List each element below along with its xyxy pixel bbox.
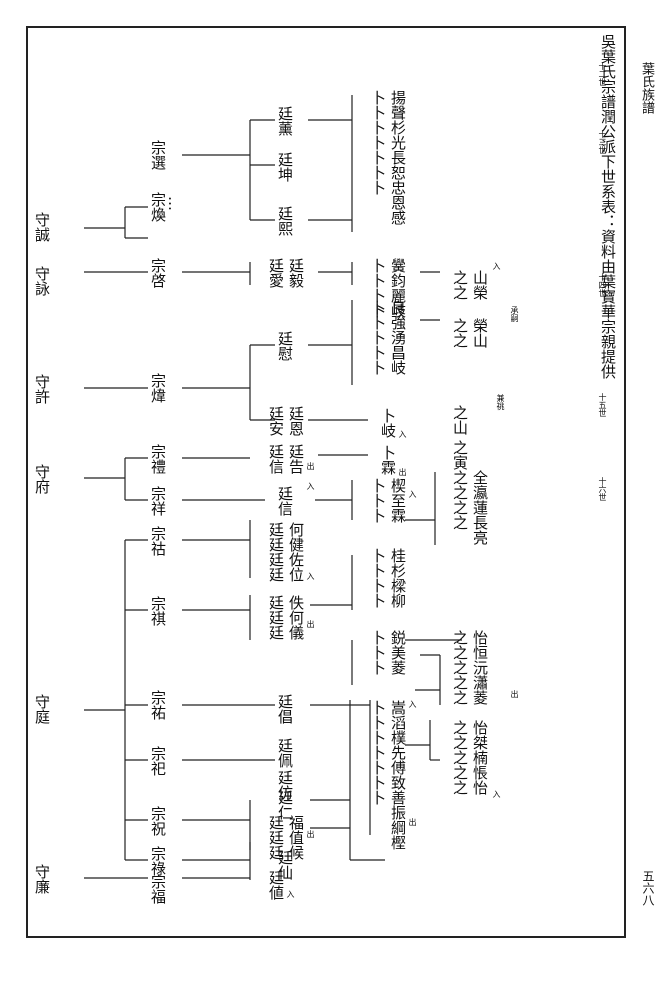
gen12-label: 十二世 (598, 62, 607, 86)
note-yi: 出 (306, 620, 315, 628)
group-16a-names: 揚聲杉光長恕忠恩感 (389, 90, 407, 225)
person-ting-fang: 廷仿 (276, 770, 294, 800)
note-17f: 出 (510, 690, 519, 698)
person-ting-yi: 廷毅 (287, 258, 305, 288)
note-fu3: 出 (306, 830, 315, 838)
note-huan: … (165, 196, 183, 211)
note-16i2: 入 (408, 700, 417, 708)
group-ting-fu-names: 福值候 (287, 815, 305, 860)
group-16c-prefix: 卜卜卜卜卜 (369, 300, 387, 375)
page-frame (26, 26, 626, 938)
note-16d: 入 (398, 430, 407, 438)
group-17e-prefix: 之之之之 (451, 470, 469, 530)
person-zong-lu: 宗祿 (149, 846, 167, 876)
person-ting-wei: 廷慰 (276, 331, 294, 361)
gen15-label: 十五世 (598, 393, 607, 417)
person-shou-ting: 守庭 (33, 694, 51, 724)
group-17e-names: 全瀛蓮長亮 (471, 470, 489, 545)
group-16f-names: 楔至霖 (389, 478, 407, 523)
person-16e: 卜霖 (379, 445, 397, 475)
gen16-label: 十六世 (598, 477, 607, 501)
person-shou-yong: 守詠 (33, 266, 51, 296)
person-ting-pei: 廷佩 (276, 738, 294, 768)
book-title: 葉氏族譜 (639, 62, 654, 114)
person-ting-ai: 廷愛 (267, 258, 285, 288)
note-gao: 出 (306, 462, 315, 470)
person-ting-an: 廷安 (267, 406, 285, 436)
page-number: 五六八 (641, 870, 655, 906)
group-17a-names: 山榮 (471, 270, 489, 300)
person-ting-ren: 廷仁 (276, 790, 294, 820)
group-17f-names: 怡恒沅瀟菱 (471, 630, 489, 705)
group-16a-prefix: 卜卜卜卜卜卜卜 (369, 90, 387, 195)
person-ting-gao: 廷告 (287, 444, 305, 474)
person-zong-zhu: 宗祝 (149, 806, 167, 836)
note-jian: 入 (306, 572, 315, 580)
group-16b-names: 黌鈞麗岐 (389, 258, 407, 318)
note-17c: 兼祧 (496, 394, 505, 410)
group-16i-prefix: 卜卜卜卜卜卜卜 (369, 700, 387, 805)
gen14-label: 十四世 (598, 273, 607, 297)
person-ting-xian: 廷仙 (276, 850, 294, 880)
person-ting-xin2: 廷信 (276, 486, 294, 516)
person-ting-xi: 廷熙 (276, 206, 294, 236)
group-17g-names: 怡桀楠悵怡 (471, 720, 489, 795)
person-ting-xun: 廷薰 (276, 106, 294, 136)
group-16h-names: 鋭美菱 (389, 630, 407, 675)
note-xin2: 入 (306, 482, 315, 490)
group-ting-fu-prefix: 廷廷廷 (267, 815, 285, 860)
person-zong-zhi: 宗祜 (149, 526, 167, 556)
person-ting-chang: 廷倡 (276, 694, 294, 724)
person-zong-si: 宗祀 (149, 746, 167, 776)
group-ting-yi-names: 佚何儀 (287, 595, 305, 640)
note-16i: 出 (408, 818, 417, 826)
group-17f-prefix: 之之之之之 (451, 630, 469, 705)
person-zong-xuan: 宗選 (149, 140, 167, 170)
group-16g-names: 桂杉樑柳 (389, 548, 407, 608)
note-17b: 承嗣 (510, 306, 519, 322)
gen13-label: 十三世 (598, 130, 607, 154)
group-17a-prefix: 之之 (451, 270, 469, 300)
group-16f-prefix: 卜卜卜 (369, 478, 387, 523)
person-zong-qi: 宗啓 (149, 258, 167, 288)
group-16h-prefix: 卜卜卜 (369, 630, 387, 675)
person-zong-qi2: 宗祺 (149, 596, 167, 626)
group-17g-prefix: 之之之之之 (451, 720, 469, 795)
person-shou-cheng: 守誠 (33, 212, 51, 242)
group-ting-jian-names: 何健佐位 (287, 522, 305, 582)
person-shou-lian: 守廉 (33, 864, 51, 894)
person-ting-xin: 廷信 (267, 444, 285, 474)
person-zong-fu: 宗福 (149, 874, 167, 904)
note-17g: 入 (492, 790, 501, 798)
group-17b-prefix: 之之 (451, 318, 469, 348)
group-16c-names: 良強湧昌岐 (389, 300, 407, 375)
page-title: 吳葉氏宗譜潤公派下世系表：資料由葉寶華宗親提供 (599, 34, 617, 379)
group-17b-names: 榮山 (471, 318, 489, 348)
group-16i-names: 嵩滔樸先傅致善振綱樫 (389, 700, 407, 850)
note-16f: 入 (408, 490, 417, 498)
group-ting-yi-prefix: 廷廷廷 (267, 595, 285, 640)
group-16g-prefix: 卜卜卜卜 (369, 548, 387, 608)
person-shou-fu: 守府 (33, 464, 51, 494)
note-16e: 出 (398, 468, 407, 476)
person-16d: 卜岐 (379, 408, 397, 438)
group-17c: 之山 (451, 405, 469, 435)
person-zong-li: 宗禮 (149, 444, 167, 474)
note-zhi: 入 (286, 890, 295, 898)
person-zong-hu: 宗祐 (149, 690, 167, 720)
note-17a: 入 (492, 262, 501, 270)
person-ting-zhi: 廷値 (267, 870, 285, 900)
group-16b-prefix: 卜卜卜卜 (369, 258, 387, 318)
person-zong-wei: 宗煒 (149, 373, 167, 403)
person-ting-en: 廷恩 (287, 406, 305, 436)
group-17d: 之寅 (451, 440, 469, 470)
person-ting-kun: 廷坤 (276, 152, 294, 182)
group-ting-jian-prefix: 廷廷廷廷 (267, 522, 285, 582)
person-zong-xiang: 宗祥 (149, 486, 167, 516)
person-zong-huan: 宗煥 (149, 192, 167, 222)
person-shou-xu: 守許 (33, 374, 51, 404)
